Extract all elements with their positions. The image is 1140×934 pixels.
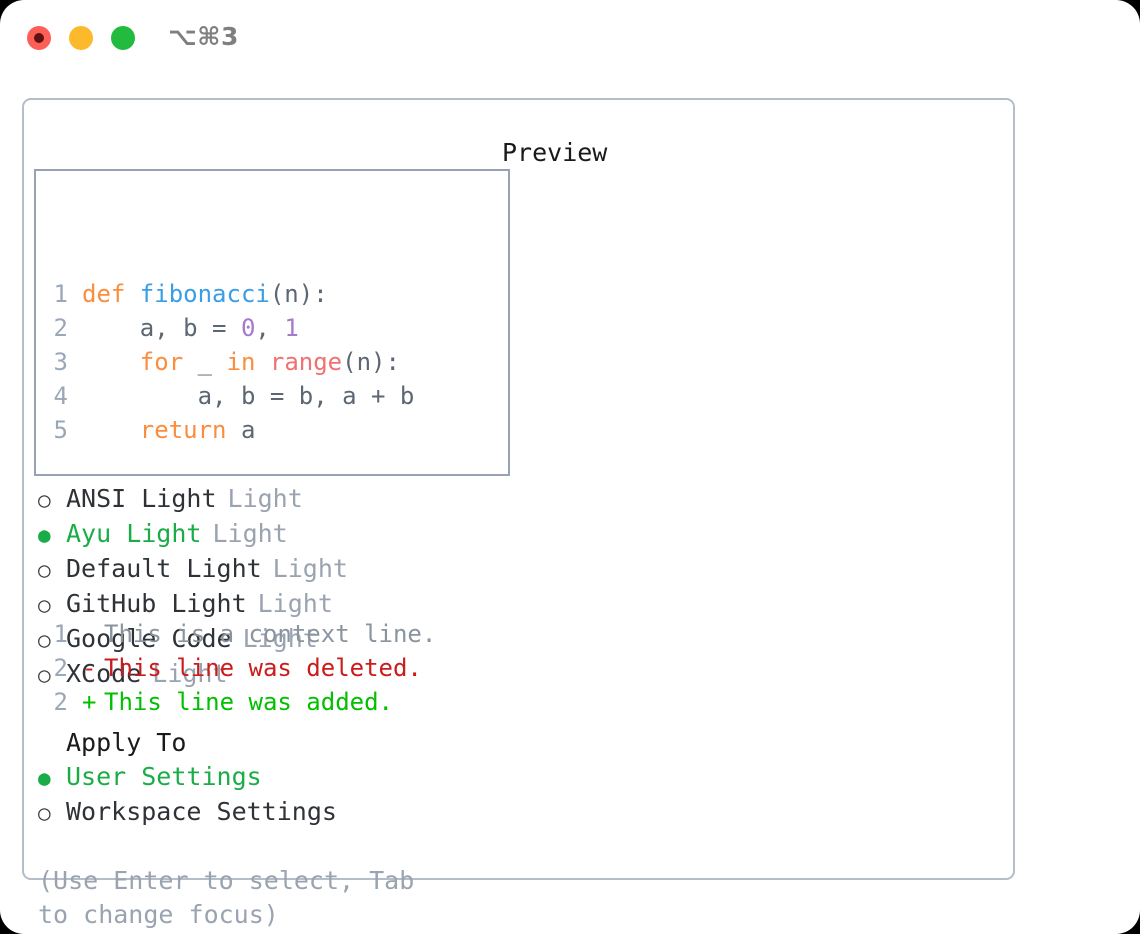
theme-option-ayu-light[interactable]: ● Ayu Light Light [38, 517, 478, 552]
radio-unselected-icon: ○ [38, 801, 51, 825]
preview-heading: Preview [502, 138, 608, 167]
diff-text: This line was deleted. [104, 654, 422, 682]
diff-marker-icon: - [82, 654, 97, 682]
help-hint-text: (Use Enter to select, Tab to change focu… [38, 866, 415, 929]
code-token-pl: , [255, 314, 285, 342]
code-diff-gap [50, 515, 436, 549]
line-number: 2 [53, 654, 68, 682]
line-number: 1 [53, 620, 68, 648]
title-bar: ⌥⌘3 [0, 0, 1140, 78]
code-token-num: 1 [284, 314, 299, 342]
code-token-pl: a [226, 416, 256, 444]
preview-pane: Preview [502, 136, 1002, 170]
diff-text: This is a context line. [104, 620, 437, 648]
theme-option-tag: Light [227, 484, 303, 513]
theme-option-label: ANSI Light [66, 484, 217, 513]
code-line: 2 a, b = 0, 1 [50, 311, 436, 345]
radio-unselected-icon: ○ [38, 558, 51, 582]
code-token-kw: def [82, 280, 140, 308]
code-token-pl [82, 416, 140, 444]
diff-lines: 1 This is a context line.2-This line was… [50, 617, 437, 719]
code-token-kw: in [226, 348, 256, 376]
apply-to-option-label: Workspace Settings [66, 797, 337, 826]
code-token-num: 0 [240, 314, 256, 342]
code-text: def fibonacci(n): [82, 277, 328, 311]
code-token-kw: return [139, 416, 227, 444]
radio-unselected-icon: ○ [38, 663, 51, 687]
line-number: 2 [53, 688, 68, 716]
code-token-pl: (n): [269, 280, 328, 308]
maximize-button-icon[interactable] [111, 26, 135, 50]
code-line: 5 return a [50, 413, 436, 447]
theme-option-xcode[interactable]: ○ XCode Light [38, 657, 478, 692]
line-number: 1 [53, 280, 68, 308]
code-token-pl [82, 348, 140, 376]
code-text: a, b = b, a + b [82, 379, 415, 413]
theme-option-label: XCode [66, 659, 142, 688]
radio-selected-icon: ● [38, 766, 51, 790]
theme-option-github-light[interactable]: ○ GitHub Light Light [38, 587, 478, 622]
line-number: 4 [53, 382, 68, 410]
code-token-fn: fibonacci [139, 280, 270, 308]
diff-marker-icon: + [82, 688, 97, 716]
apply-to-heading: Apply To [66, 728, 187, 757]
code-token-pl [255, 348, 269, 376]
diff-line-context: 1 This is a context line. [50, 617, 437, 651]
apply-to-option-workspace-settings[interactable]: ○ Workspace Settings [38, 795, 478, 830]
theme-option-default-light[interactable]: ○ Default Light Light [38, 552, 478, 587]
keyboard-shortcut-label: ⌥⌘3 [168, 22, 239, 51]
theme-option-label: Google Code [66, 624, 232, 653]
apply-to-option-label: User Settings [66, 762, 262, 791]
window-controls [27, 26, 135, 50]
code-text: for _ in range(n): [82, 345, 400, 379]
line-number: 3 [53, 348, 68, 376]
close-button-icon[interactable] [27, 26, 51, 50]
theme-option-label: GitHub Light [66, 589, 247, 618]
code-token-call: range [269, 348, 343, 376]
radio-unselected-icon: ○ [38, 593, 51, 617]
code-line: 3 for _ in range(n): [50, 345, 436, 379]
theme-option-tag: Light [257, 589, 333, 618]
radio-unselected-icon: ○ [38, 488, 51, 512]
code-line: 4 a, b = b, a + b [50, 379, 436, 413]
minimize-button-icon[interactable] [69, 26, 93, 50]
code-token-pl: (n): [342, 348, 400, 376]
code-token-pl: _ [183, 348, 227, 376]
line-number: 5 [53, 416, 68, 444]
diff-marker-icon [82, 617, 104, 651]
theme-option-google-code[interactable]: ○ Google Code Light [38, 622, 478, 657]
code-text: a, b = 0, 1 [82, 311, 299, 345]
apply-to-option-list: ● User Settings ○ Workspace Settings [38, 760, 478, 830]
line-number: 2 [53, 314, 68, 342]
code-line: 1 def fibonacci(n): [50, 277, 436, 311]
diff-line-added: 2 +This line was added. [50, 685, 436, 719]
theme-option-label: Default Light [66, 554, 262, 583]
theme-option-label: Ayu Light [66, 519, 202, 548]
theme-option-ansi-light[interactable]: ○ ANSI Light Light [38, 482, 478, 517]
code-token-kw: for [139, 348, 184, 376]
apply-to-option-user-settings[interactable]: ● User Settings [38, 760, 478, 795]
theme-option-tag: Light [272, 554, 348, 583]
theme-option-tag: Light [212, 519, 288, 548]
radio-unselected-icon: ○ [38, 628, 51, 652]
code-token-pl: a, b = b, a + b [82, 382, 415, 410]
code-text: return a [82, 413, 256, 447]
code-token-pl: a, b = [82, 314, 241, 342]
theme-option-tag: Light [242, 624, 318, 653]
diff-line-deleted: 2-This line was deleted. [50, 651, 436, 685]
diff-text: This line was added. [104, 688, 393, 716]
radio-selected-icon: ● [38, 523, 51, 547]
theme-picker-card: > Select Theme ○ANSIDark○Atom OneDark○Ay… [22, 98, 1015, 929]
theme-option-tag: Light [152, 659, 228, 688]
